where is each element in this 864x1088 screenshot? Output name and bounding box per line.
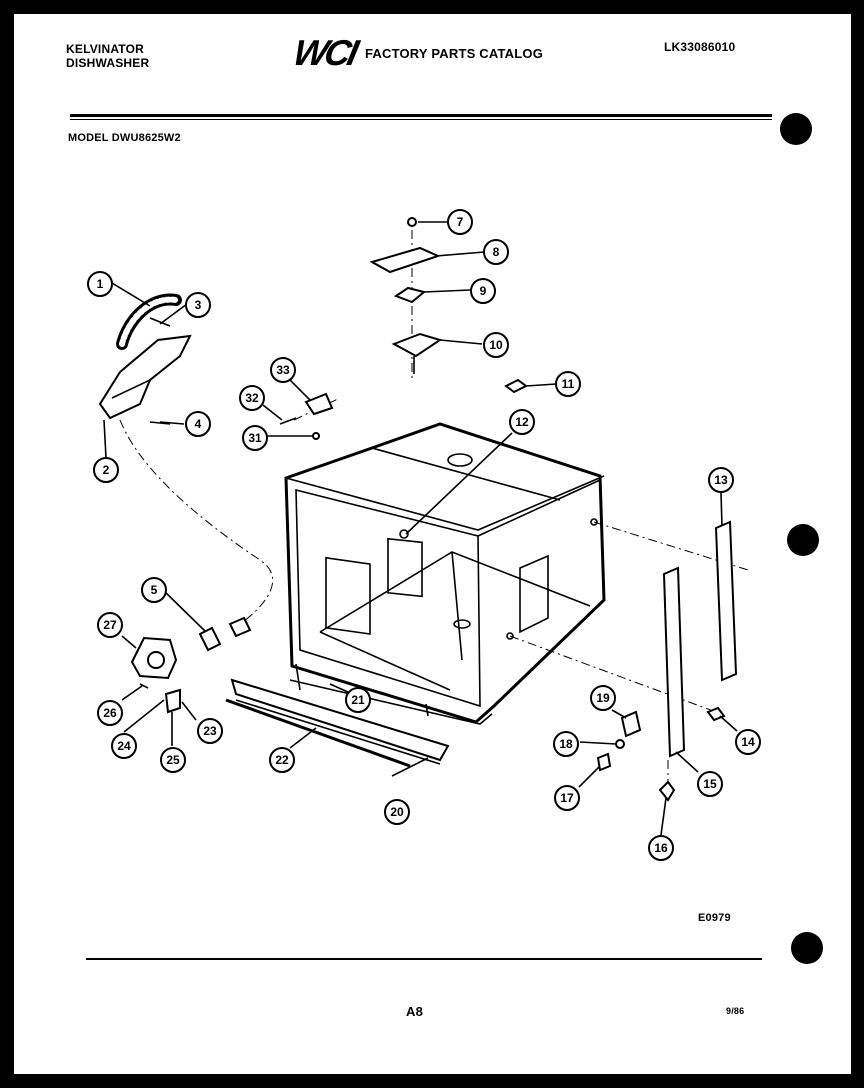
callout-4: 4 — [185, 411, 211, 437]
svg-text:14: 14 — [741, 735, 755, 749]
callout-21: 21 — [345, 687, 371, 713]
callout-33: 33 — [270, 357, 296, 383]
svg-text:25: 25 — [166, 753, 180, 767]
callout-27: 27 — [97, 612, 123, 638]
header-rule — [70, 114, 772, 117]
brand-block: KELVINATOR DISHWASHER — [66, 42, 149, 70]
toe-plate-rails — [225, 663, 450, 768]
svg-text:31: 31 — [248, 431, 262, 445]
callout-12: 12 — [509, 409, 535, 435]
product-type: DISHWASHER — [66, 56, 150, 70]
svg-text:21: 21 — [351, 693, 365, 707]
callout-31: 31 — [242, 425, 268, 451]
svg-text:2: 2 — [103, 463, 110, 477]
callout-20: 20 — [384, 799, 410, 825]
callout-23: 23 — [197, 718, 223, 744]
svg-text:19: 19 — [596, 691, 610, 705]
callout-18: 18 — [553, 731, 579, 757]
callout-1: 1 — [87, 271, 113, 297]
svg-text:4: 4 — [195, 417, 202, 431]
svg-text:27: 27 — [103, 618, 117, 632]
catalog-page — [14, 14, 851, 1074]
binder-hole — [780, 113, 812, 145]
svg-text:8: 8 — [493, 245, 500, 259]
brand-name: KELVINATOR — [66, 42, 145, 56]
svg-text:33: 33 — [276, 363, 290, 377]
inlet-valve-bracket — [98, 293, 192, 425]
svg-text:24: 24 — [117, 739, 131, 753]
footer-rule — [86, 958, 762, 960]
svg-text:11: 11 — [562, 377, 575, 391]
callout-32: 32 — [239, 385, 265, 411]
binder-hole — [787, 524, 819, 556]
part-callouts: 1 2 3 4 5 7 8 9 10 11 12 13 14 15 16 17 … — [87, 209, 761, 861]
callout-26: 26 — [97, 700, 123, 726]
svg-text:20: 20 — [390, 805, 404, 819]
callout-22: 22 — [269, 747, 295, 773]
header-rule-thin — [70, 119, 772, 120]
callout-8: 8 — [483, 239, 509, 265]
callout-14: 14 — [735, 729, 761, 755]
callout-7: 7 — [447, 209, 473, 235]
callout-16: 16 — [648, 835, 674, 861]
callout-24: 24 — [111, 733, 137, 759]
binder-hole — [791, 932, 823, 964]
catalog-title: FACTORY PARTS CATALOG — [364, 45, 544, 61]
svg-text:3: 3 — [195, 298, 202, 312]
callout-9: 9 — [470, 278, 496, 304]
print-date: 9/86 — [726, 1006, 745, 1016]
svg-text:10: 10 — [489, 338, 503, 352]
svg-text:22: 22 — [275, 753, 289, 767]
svg-text:5: 5 — [151, 583, 158, 597]
callout-3: 3 — [185, 292, 211, 318]
svg-text:9: 9 — [480, 284, 487, 298]
svg-text:16: 16 — [654, 841, 668, 855]
svg-text:7: 7 — [457, 215, 464, 229]
model-number: MODEL DWU8625W2 — [68, 132, 181, 144]
svg-text:12: 12 — [515, 415, 529, 429]
callout-19: 19 — [590, 685, 616, 711]
svg-text:13: 13 — [714, 473, 728, 487]
catalog-heading: WCI FACTORY PARTS CATALOG — [290, 32, 544, 74]
svg-text:32: 32 — [245, 391, 259, 405]
callout-10: 10 — [483, 332, 509, 358]
callout-2: 2 — [93, 457, 119, 483]
catalog-part-number: LK33086010 — [664, 40, 736, 54]
svg-text:18: 18 — [559, 737, 573, 751]
svg-text:1: 1 — [97, 277, 104, 291]
callout-25: 25 — [160, 747, 186, 773]
callout-13: 13 — [708, 467, 734, 493]
callout-15: 15 — [697, 771, 723, 797]
page-number: A8 — [406, 1004, 424, 1019]
callout-17: 17 — [554, 785, 580, 811]
tub-assembly — [284, 422, 606, 725]
drain-parts — [130, 616, 252, 714]
svg-text:23: 23 — [203, 724, 217, 738]
side-trim-strips — [596, 520, 738, 802]
svg-text:15: 15 — [703, 777, 717, 791]
svg-text:17: 17 — [560, 791, 574, 805]
callout-11: 11 — [555, 371, 581, 397]
diagram-code: E0979 — [698, 912, 731, 924]
callout-5: 5 — [141, 577, 167, 603]
svg-text:26: 26 — [103, 706, 117, 720]
